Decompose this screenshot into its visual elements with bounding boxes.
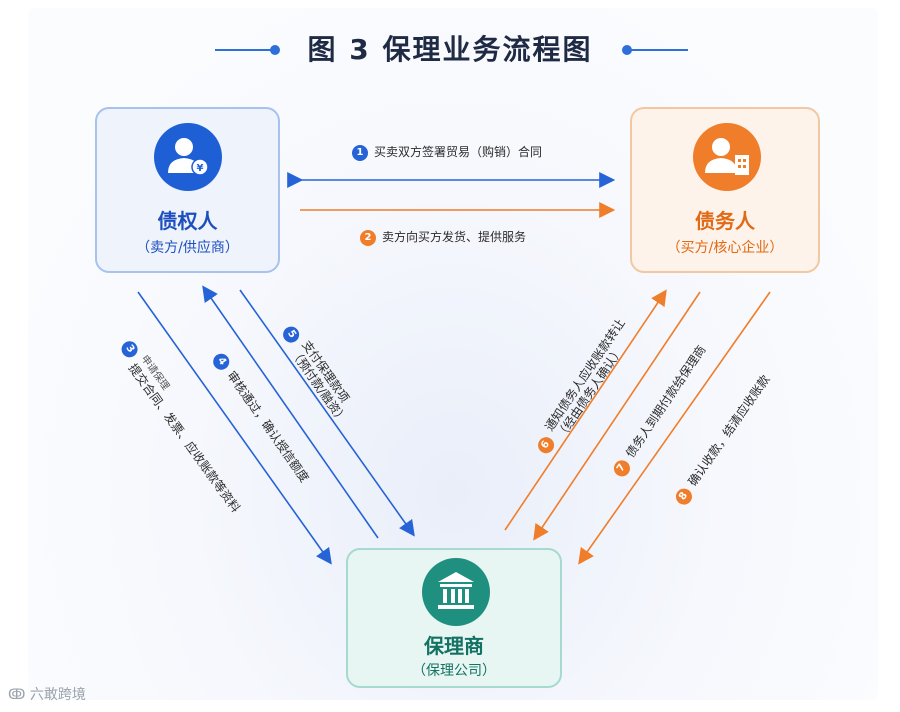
step-1-text: 买卖双方签署贸易（购销）合同 (374, 145, 543, 159)
person-money-icon: ¥ (154, 123, 222, 191)
step-1-label: 1 买卖双方签署贸易（购销）合同 (352, 144, 542, 161)
watermark-logo-icon: ↂ (8, 687, 26, 703)
arrow-step-5 (239, 289, 415, 537)
arrow-step-3 (137, 291, 332, 565)
arrow-step-7 (533, 291, 701, 541)
debtor-role: （买方/核心企业） (666, 240, 784, 256)
creditor-role: （卖方/供应商） (136, 240, 239, 256)
page-title: 图 3 保理业务流程图 (307, 33, 593, 66)
creditor-name: 债权人 (157, 209, 218, 233)
arrow-step-8 (578, 291, 771, 565)
step-2-text: 卖方向买方发货、提供服务 (382, 230, 527, 244)
bank-icon (422, 558, 490, 626)
step-2-label: 2 卖方向买方发货、提供服务 (360, 229, 526, 246)
watermark: ↂ 六敢跨境 (8, 684, 86, 704)
debtor-name: 债务人 (695, 209, 755, 233)
title-line-right (628, 49, 688, 51)
step-2-number: 2 (360, 229, 376, 246)
step-1-number: 1 (352, 144, 368, 161)
title-row: 图 3 保理业务流程图 (0, 28, 900, 72)
creditor-box: ¥ 债权人 （卖方/供应商） (95, 107, 280, 273)
arrow-step-4 (202, 285, 379, 539)
title-dot-left (270, 45, 280, 55)
factor-name: 保理商 (424, 634, 484, 658)
factor-role: （保理公司） (412, 663, 496, 679)
person-building-icon (693, 123, 761, 191)
arrow-step-6 (504, 289, 667, 531)
svg-text:¥: ¥ (197, 163, 204, 174)
watermark-text: 六敢跨境 (29, 687, 86, 703)
title-line-left (215, 49, 275, 51)
debtor-box: 债务人 （买方/核心企业） (630, 107, 820, 273)
title-dot-right (622, 45, 632, 55)
factor-box: 保理商 （保理公司） (346, 548, 562, 688)
